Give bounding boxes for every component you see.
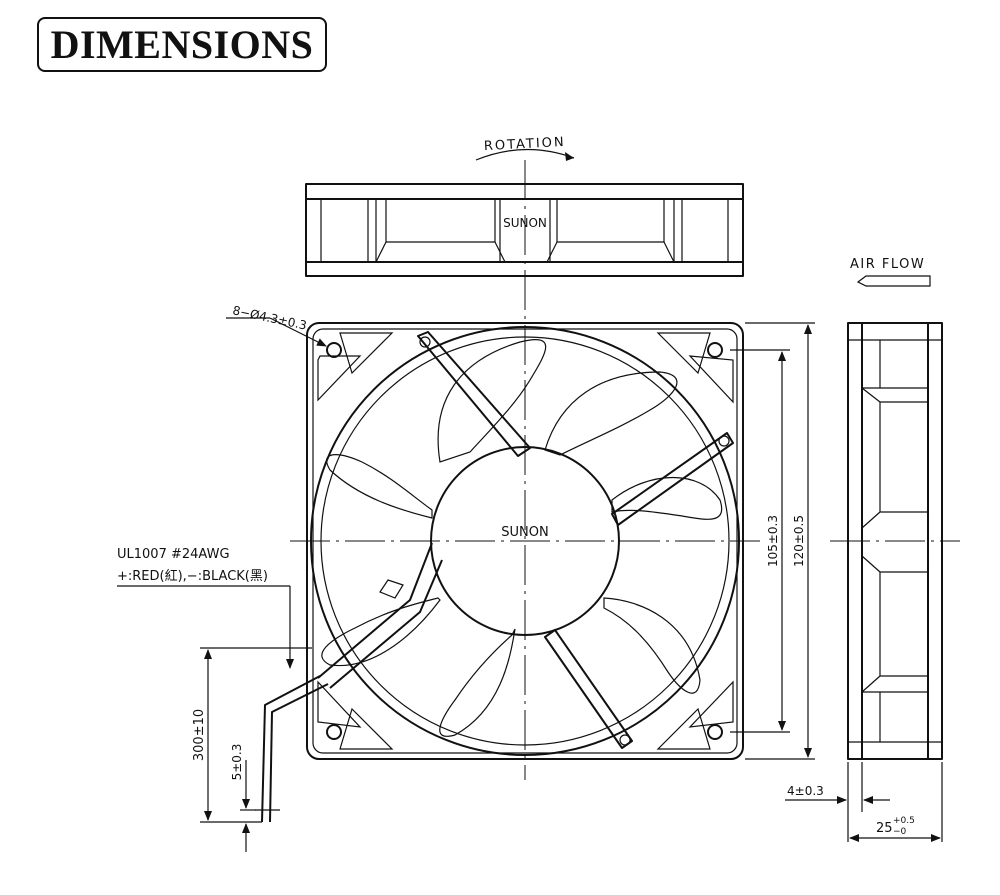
depth-tolerance-lower: −0: [893, 827, 907, 837]
side-view: [830, 322, 960, 760]
hole-pitch-label: 105±0.3: [766, 515, 780, 567]
lead-length-label: 300±10: [192, 709, 207, 761]
depth-tolerance-upper: +0.5: [893, 816, 915, 826]
wire-colors-label: +:RED(紅),−:BLACK(黑): [117, 569, 268, 584]
frame-size-dimension: 120±0.5: [745, 322, 815, 760]
lead-length-dimension: 300±10: [192, 647, 312, 823]
air-flow-indicator: AIR FLOW: [850, 257, 931, 287]
depth-dimension: 25 +0.5 −0: [847, 762, 943, 842]
frame-size-label: 120±0.5: [792, 515, 806, 567]
hole-pitch-dimension: 105±0.3: [730, 349, 790, 733]
strip-length-label: 5±0.3: [230, 744, 244, 781]
rotation-label: ROTATION: [484, 135, 566, 154]
flange-thickness-label: 4±0.3: [787, 784, 824, 798]
mount-hole: [326, 342, 342, 358]
front-view: SUNON: [255, 160, 760, 823]
hub-brand: SUNON: [501, 525, 548, 540]
air-flow-label: AIR FLOW: [850, 257, 925, 272]
mount-hole-label: 8−Ø4.3±0.3: [231, 303, 308, 332]
wire-callout: UL1007 #24AWG +:RED(紅),−:BLACK(黑): [117, 547, 294, 669]
mount-hole-callout: 8−Ø4.3±0.3: [226, 303, 327, 347]
page-title: DIMENSIONS: [37, 17, 327, 72]
mount-hole: [326, 724, 342, 740]
mount-hole: [707, 724, 723, 740]
flange-thickness-dimension: 4±0.3: [785, 762, 890, 812]
mount-hole: [707, 342, 723, 358]
rotation-indicator: ROTATION: [475, 135, 575, 161]
strip-length-dimension: 5±0.3: [230, 744, 256, 852]
wire-spec-label: UL1007 #24AWG: [117, 547, 230, 562]
depth-label: 25: [876, 821, 893, 836]
